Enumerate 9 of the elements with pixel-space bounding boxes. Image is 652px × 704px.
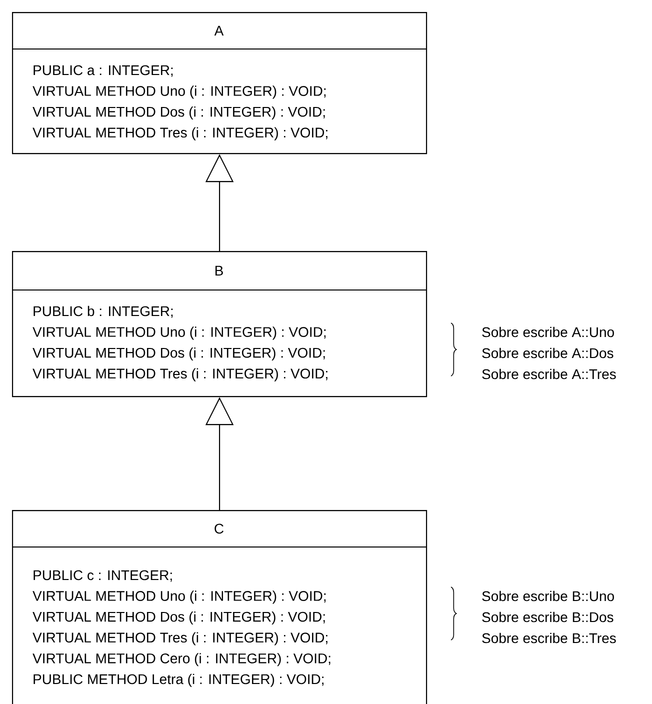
class-box: A PUBLIC a : INTEGER; VIRTUAL METHOD Uno (i : INTEGER) : VOID; VIRTUAL METHOD Dos (i : INTEGER) : VOID; VIRTUAL METHOD Tres (i : INTEGER) : VOID; (12, 12, 428, 154)
note-text: Sobre escribe B::Dos (482, 612, 614, 622)
note-text: Sobre escribe A::Uno (482, 326, 614, 338)
note-text: Sobre escribe B::Tres (482, 632, 616, 644)
class-box: B PUBLIC b : INTEGER; VIRTUAL METHOD Uno (i : INTEGER) : VOID; VIRTUAL METHOD Dos (i : INTEGER) : VOID; VIRTUAL METHOD Tres (i : INTEGER) : VOID; (12, 251, 428, 398)
note-text: Sobre escribe A::Tres (482, 368, 616, 380)
note-text: Sobre escribe A::Dos (482, 348, 614, 358)
note-text: Sobre escribe B::Uno (482, 590, 614, 602)
class-box: C PUBLIC c : INTEGER; VIRTUAL METHOD Uno (i : INTEGER) : VOID; VIRTUAL METHOD Dos (i : INTEGER) : VOID; VIRTUAL METHOD Tres (i : INTEGER) : VOID; VIRTUAL METHOD Cero (i : INTEGER) : VOID; PUBLIC METHOD Letra (i : INTEGER) : VOID; (12, 510, 428, 704)
